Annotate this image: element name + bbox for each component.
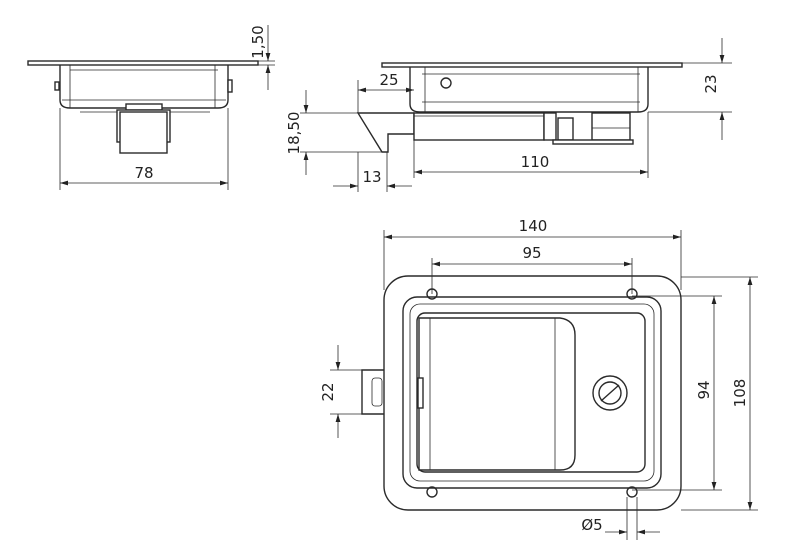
dim-13: 13: [362, 168, 381, 186]
side-view: 25 23 18,50 13 110: [285, 38, 732, 192]
end-view: 78 1,50: [27, 25, 275, 190]
dim-108: 108: [731, 379, 749, 408]
dim-diameter-5: Ø5: [581, 516, 602, 534]
dim-110: 110: [521, 153, 550, 171]
dim-22: 22: [319, 382, 337, 401]
dim-18-50: 18,50: [285, 112, 303, 155]
dim-23: 23: [702, 74, 720, 93]
front-view: 140 95 94 108 22 Ø5: [319, 217, 758, 540]
dim-78: 78: [134, 164, 153, 182]
dim-94: 94: [695, 380, 713, 399]
dim-140: 140: [519, 217, 548, 235]
dim-1-50: 1,50: [249, 25, 267, 58]
dim-95: 95: [522, 244, 541, 262]
dim-25: 25: [379, 71, 398, 89]
